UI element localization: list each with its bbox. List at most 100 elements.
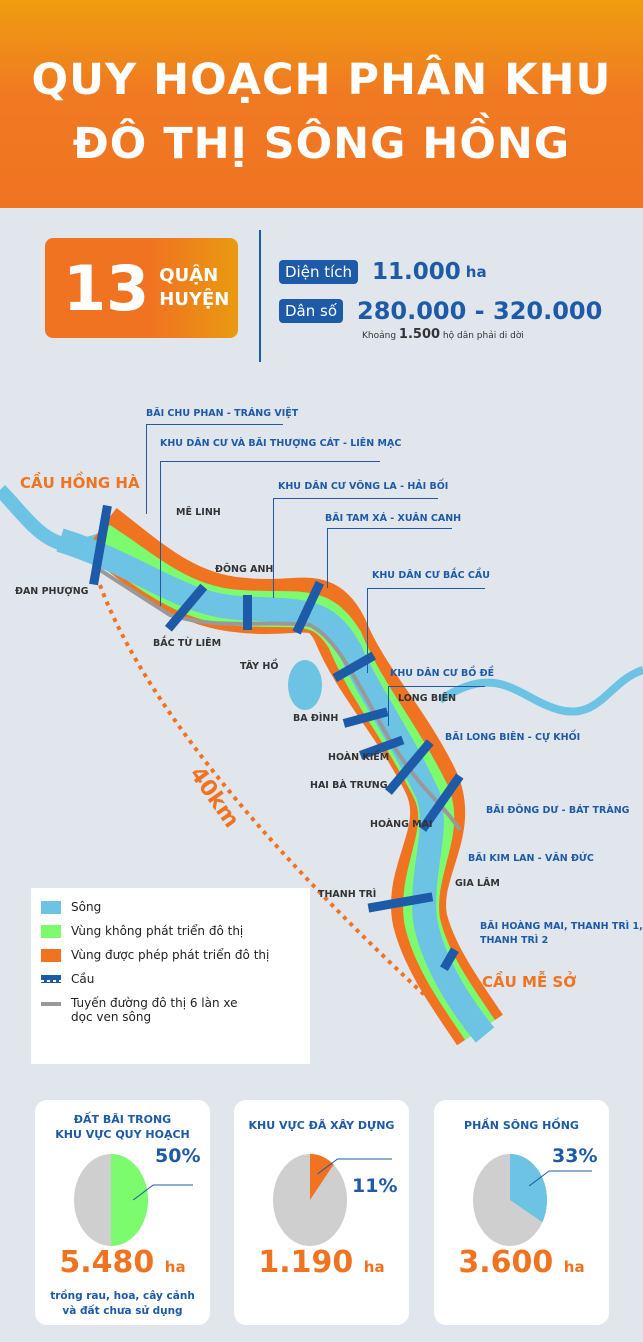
district-label: BA ĐÌNH (293, 713, 339, 724)
population-value: 280.000 - 320.000 (357, 297, 603, 325)
zone-label: KHU DÂN CƯ VÀ BÃI THƯỢNG CÁT - LIÊN MẠC (160, 438, 402, 449)
card-title: ĐẤT BÃI TRONG (73, 1113, 172, 1126)
pie-percent-label: 33% (552, 1145, 598, 1167)
district-label: HOÀNG MAI (370, 819, 433, 830)
amount-value: 3.600 (458, 1245, 554, 1280)
map-legend: Sông Vùng không phát triển đô thị Vùng đ… (31, 888, 310, 1064)
zone-label: BÃI TAM XÁ - XUÂN CANH (325, 513, 462, 524)
area-unit: ha (465, 263, 487, 281)
bridge-label-me-so: CẦU MỄ SỞ (482, 973, 577, 991)
callout-line (160, 461, 380, 606)
district-label: BẮC TỪ LIÊM (153, 638, 222, 649)
district-label: THANH TRÌ (318, 889, 377, 900)
legend-swatch (41, 924, 61, 938)
population-label: Dân số (279, 299, 344, 323)
callout-line (146, 424, 283, 514)
riverside-road (98, 568, 462, 832)
pie-leader-line (528, 1170, 592, 1187)
note-suffix: hộ dân phải di dời (442, 331, 524, 341)
pie-percent-label: 50% (155, 1145, 201, 1167)
pie-leader-line (317, 1158, 392, 1175)
bridge-icon (41, 975, 61, 983)
population-stat: Dân số 280.000 - 320.000 (279, 297, 602, 325)
district-label-1: QUẬN (159, 265, 219, 286)
road-icon (41, 1002, 61, 1006)
zone-label: THANH TRÌ 2 (480, 935, 549, 946)
zone-label: BÃI ĐÔNG DƯ - BÁT TRÀNG (486, 805, 630, 816)
stat-card-built: KHU VỰC ĐÃ XÂY DỰNG 11% 1.190 ha (234, 1100, 409, 1325)
legend-label: Vùng được phép phát triển đô thị (71, 948, 270, 962)
zone-label: KHU DÂN CƯ VÕNG LA - HẢI BỐI (278, 481, 449, 492)
card-title: PHẦN SÔNG HỒNG (464, 1119, 579, 1132)
west-lake (288, 660, 322, 710)
pie-chart (74, 1154, 193, 1246)
legend-label: Vùng không phát triển đô thị (71, 924, 244, 938)
stat-card-floodplain: ĐẤT BÃI TRONG KHU VỰC QUY HOẠCH 50% 5.480… (35, 1100, 210, 1325)
district-label: GIA LÂM (455, 878, 500, 889)
pie-slice-value (310, 1154, 334, 1200)
amount-unit: ha (363, 1258, 385, 1276)
river (56, 528, 495, 1043)
callout-line (388, 686, 485, 726)
legend-label: dọc ven sông (71, 1010, 152, 1024)
card-subtitle: trồng rau, hoa, cây cảnh (50, 1290, 195, 1302)
header: QUY HOẠCH PHÂN KHU ĐÔ THỊ SÔNG HỒNG (0, 0, 643, 208)
legend-item-no-development: Vùng không phát triển đô thị (41, 924, 300, 938)
zone-label: BÃI HOÀNG MAI, THANH TRÌ 1, (480, 921, 643, 932)
legend-swatch (41, 948, 61, 962)
divider (259, 230, 261, 362)
district-label: ĐAN PHƯỢNG (15, 586, 89, 597)
district-label: HAI BÀ TRƯNG (310, 780, 388, 791)
zone-label: KHU DÂN CƯ BẮC CẦU (372, 570, 490, 581)
note-number: 1.500 (398, 327, 441, 342)
pie-chart (273, 1154, 392, 1246)
callout-line (327, 528, 452, 588)
zone-label: BÃI CHU PHAN - TRÁNG VIỆT (146, 408, 299, 419)
legend-item-bridge: Cầu (41, 972, 300, 986)
amount-unit: ha (164, 1258, 186, 1276)
legend-label: Tuyến đường đô thị 6 làn xe (71, 996, 238, 1010)
distance-arrow (98, 584, 432, 1002)
title-line-2: ĐÔ THỊ SÔNG HỒNG (72, 119, 571, 169)
pie-slice-value (510, 1154, 547, 1223)
district-label-2: HUYỆN (159, 289, 230, 310)
legend-item-river: Sông (41, 900, 300, 914)
stat-card-river: PHẦN SÔNG HỒNG 33% 3.600 ha (434, 1100, 609, 1325)
card-amount: 3.600 ha (434, 1245, 609, 1280)
district-count-badge: 13 QUẬN HUYỆN (45, 238, 238, 338)
pie-chart (473, 1154, 592, 1246)
district-label: ĐÔNG ANH (215, 564, 274, 575)
zone-label: BÃI LONG BIÊN - CỰ KHỐI (445, 732, 581, 743)
pie-leader-line (132, 1184, 193, 1201)
tributary-east (437, 666, 643, 716)
amount-value: 5.480 (59, 1245, 155, 1280)
zone-label: BÃI KIM LAN - VĂN ĐỨC (468, 853, 594, 864)
area-value: 11.000 (372, 259, 461, 285)
amount-unit: ha (563, 1258, 585, 1276)
card-title: KHU VỰC ĐÃ XÂY DỰNG (248, 1119, 395, 1132)
card-title: KHU VỰC QUY HOẠCH (55, 1128, 190, 1141)
amount-value: 1.190 (258, 1245, 354, 1280)
district-label: HOÀN KIẾM (328, 752, 390, 763)
legend-item-development: Vùng được phép phát triển đô thị (41, 948, 300, 962)
district-label: MÊ LINH (176, 507, 221, 518)
relocation-note: Khoảng 1.500 hộ dân phải di dời (362, 327, 524, 342)
callout-line (273, 498, 438, 598)
pie-slice-value (111, 1154, 148, 1246)
pie-percent-label: 11% (352, 1175, 398, 1197)
title-line-1: QUY HOẠCH PHÂN KHU (31, 55, 612, 105)
district-count: 13 (63, 251, 150, 325)
legend-label: Sông (71, 900, 102, 914)
legend-label: Cầu (71, 972, 95, 986)
legend-swatch (41, 900, 61, 914)
bridges (89, 504, 464, 972)
card-amount: 5.480 ha (35, 1245, 210, 1280)
district-label: TÂY HỒ (240, 661, 279, 672)
card-amount: 1.190 ha (234, 1245, 409, 1280)
zone-label: KHU DÂN CƯ BỒ ĐỀ (390, 668, 495, 679)
bridge-label-hong-ha: CẦU HỒNG HÀ (20, 474, 140, 492)
area-stat: Diện tích 11.000 ha (279, 259, 487, 285)
district-label: LONG BIÊN (398, 693, 457, 704)
